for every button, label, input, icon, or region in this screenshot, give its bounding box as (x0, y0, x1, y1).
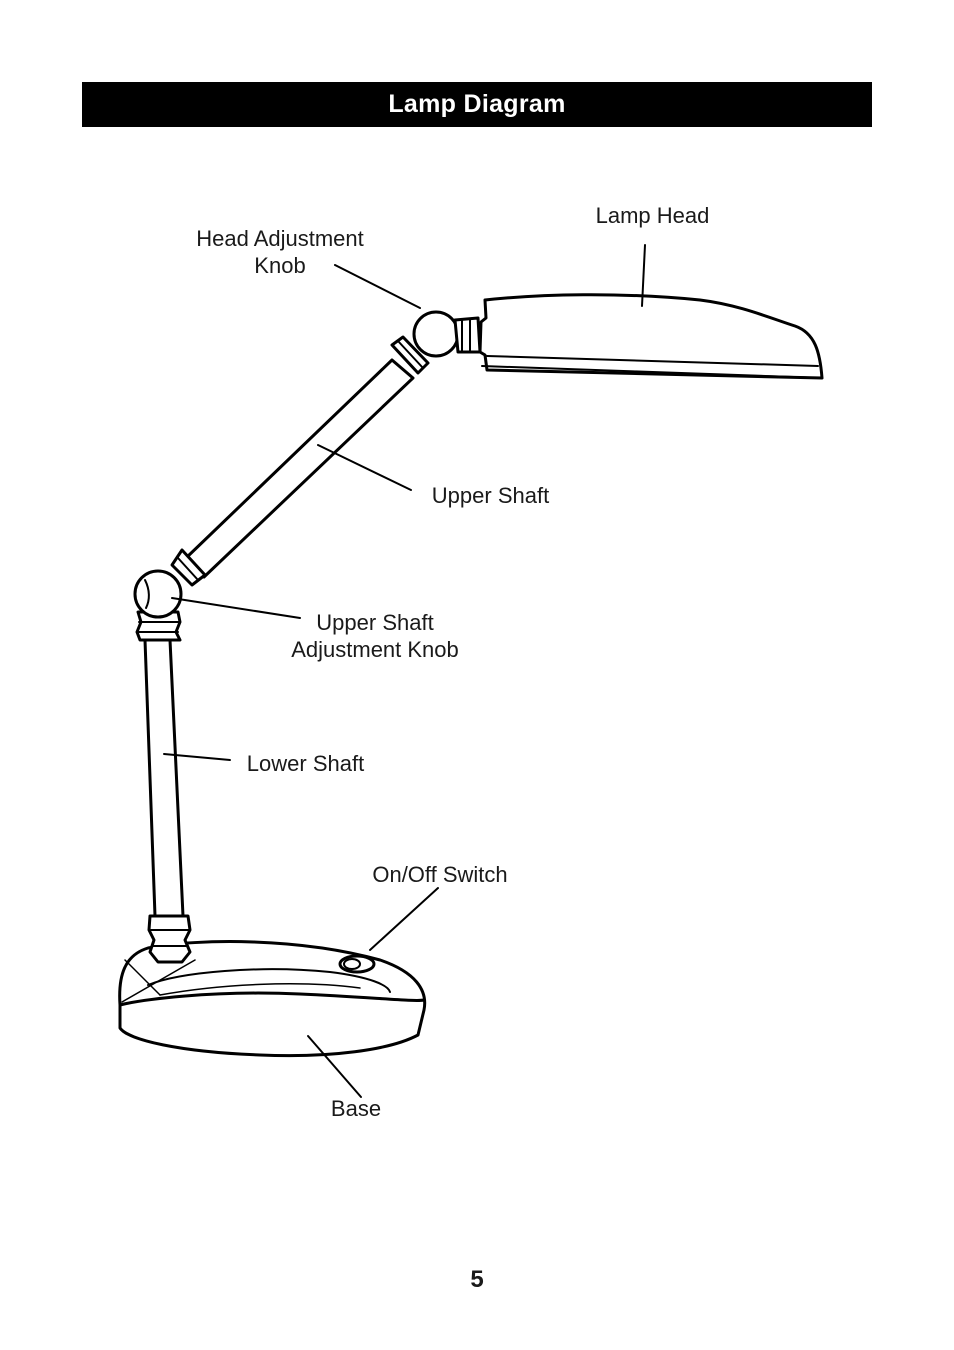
lamp-head (478, 293, 824, 380)
head-adjustment-knob (390, 310, 482, 375)
on-off-switch (338, 954, 376, 974)
page-title: Lamp Diagram (388, 90, 566, 118)
lower-shaft-label: Lower Shaft (246, 751, 365, 776)
upper-shaft-adjustment-knob-label: Upper Shaft Adjustment Knob (291, 610, 459, 662)
upper-shaft-label: Upper Shaft (431, 483, 550, 508)
base-label: Base (330, 1096, 382, 1121)
lower-shaft (143, 638, 192, 964)
title-bar: Lamp Diagram (82, 82, 872, 127)
on-off-switch-label: On/Off Switch (372, 862, 508, 887)
upper-shaft (170, 358, 415, 587)
page-number: 5 (470, 1266, 484, 1293)
lamp-head-label: Lamp Head (595, 203, 710, 228)
leader-lines (163, 244, 646, 1098)
upper-shaft-adjustment-knob (133, 569, 183, 642)
head-adjustment-knob-label: Head Adjustment Knob (196, 226, 364, 278)
